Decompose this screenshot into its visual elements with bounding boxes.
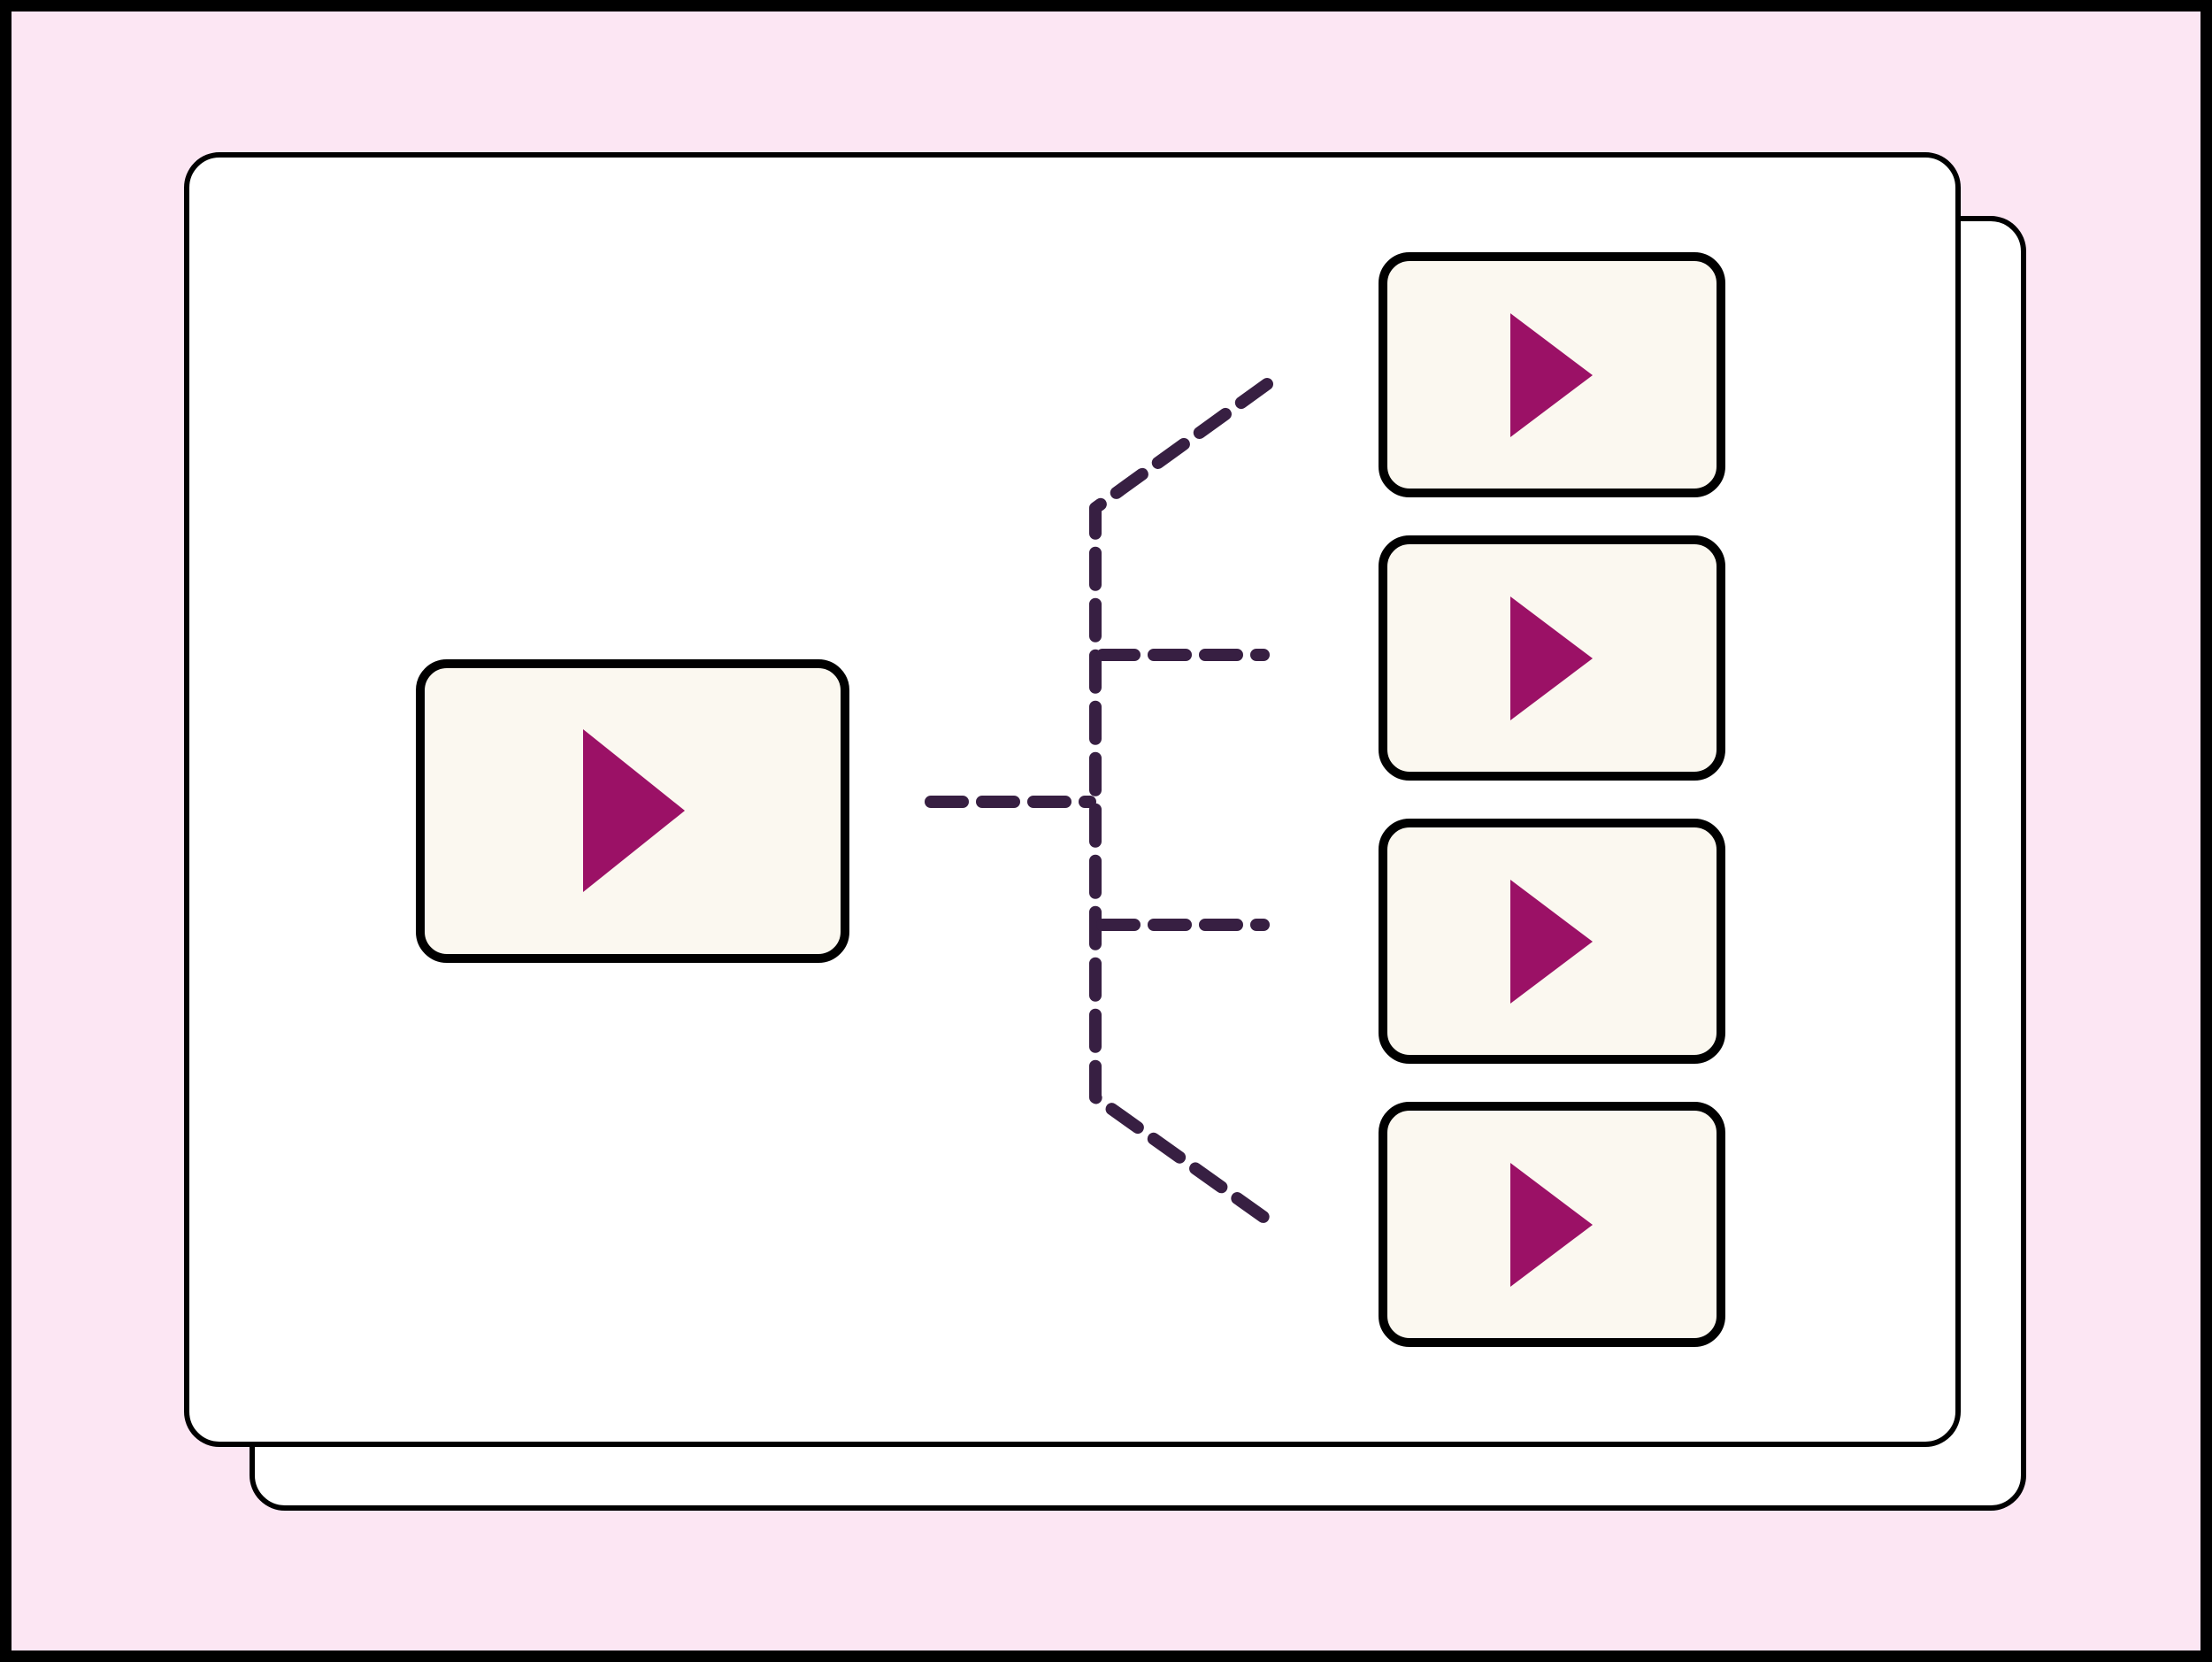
source-video-card — [416, 659, 849, 963]
connector-spine — [1089, 378, 1273, 1226]
play-icon — [1510, 313, 1593, 437]
branch-video-card-3 — [1379, 819, 1725, 1064]
play-icon — [583, 729, 685, 892]
connector-lines — [925, 378, 1273, 1226]
branch-video-card-4 — [1379, 1102, 1725, 1347]
play-icon — [1510, 880, 1593, 1004]
play-icon — [1510, 596, 1593, 720]
branch-video-card-2 — [1379, 535, 1725, 781]
branch-video-card-1 — [1379, 252, 1725, 497]
play-icon — [1510, 1163, 1593, 1287]
